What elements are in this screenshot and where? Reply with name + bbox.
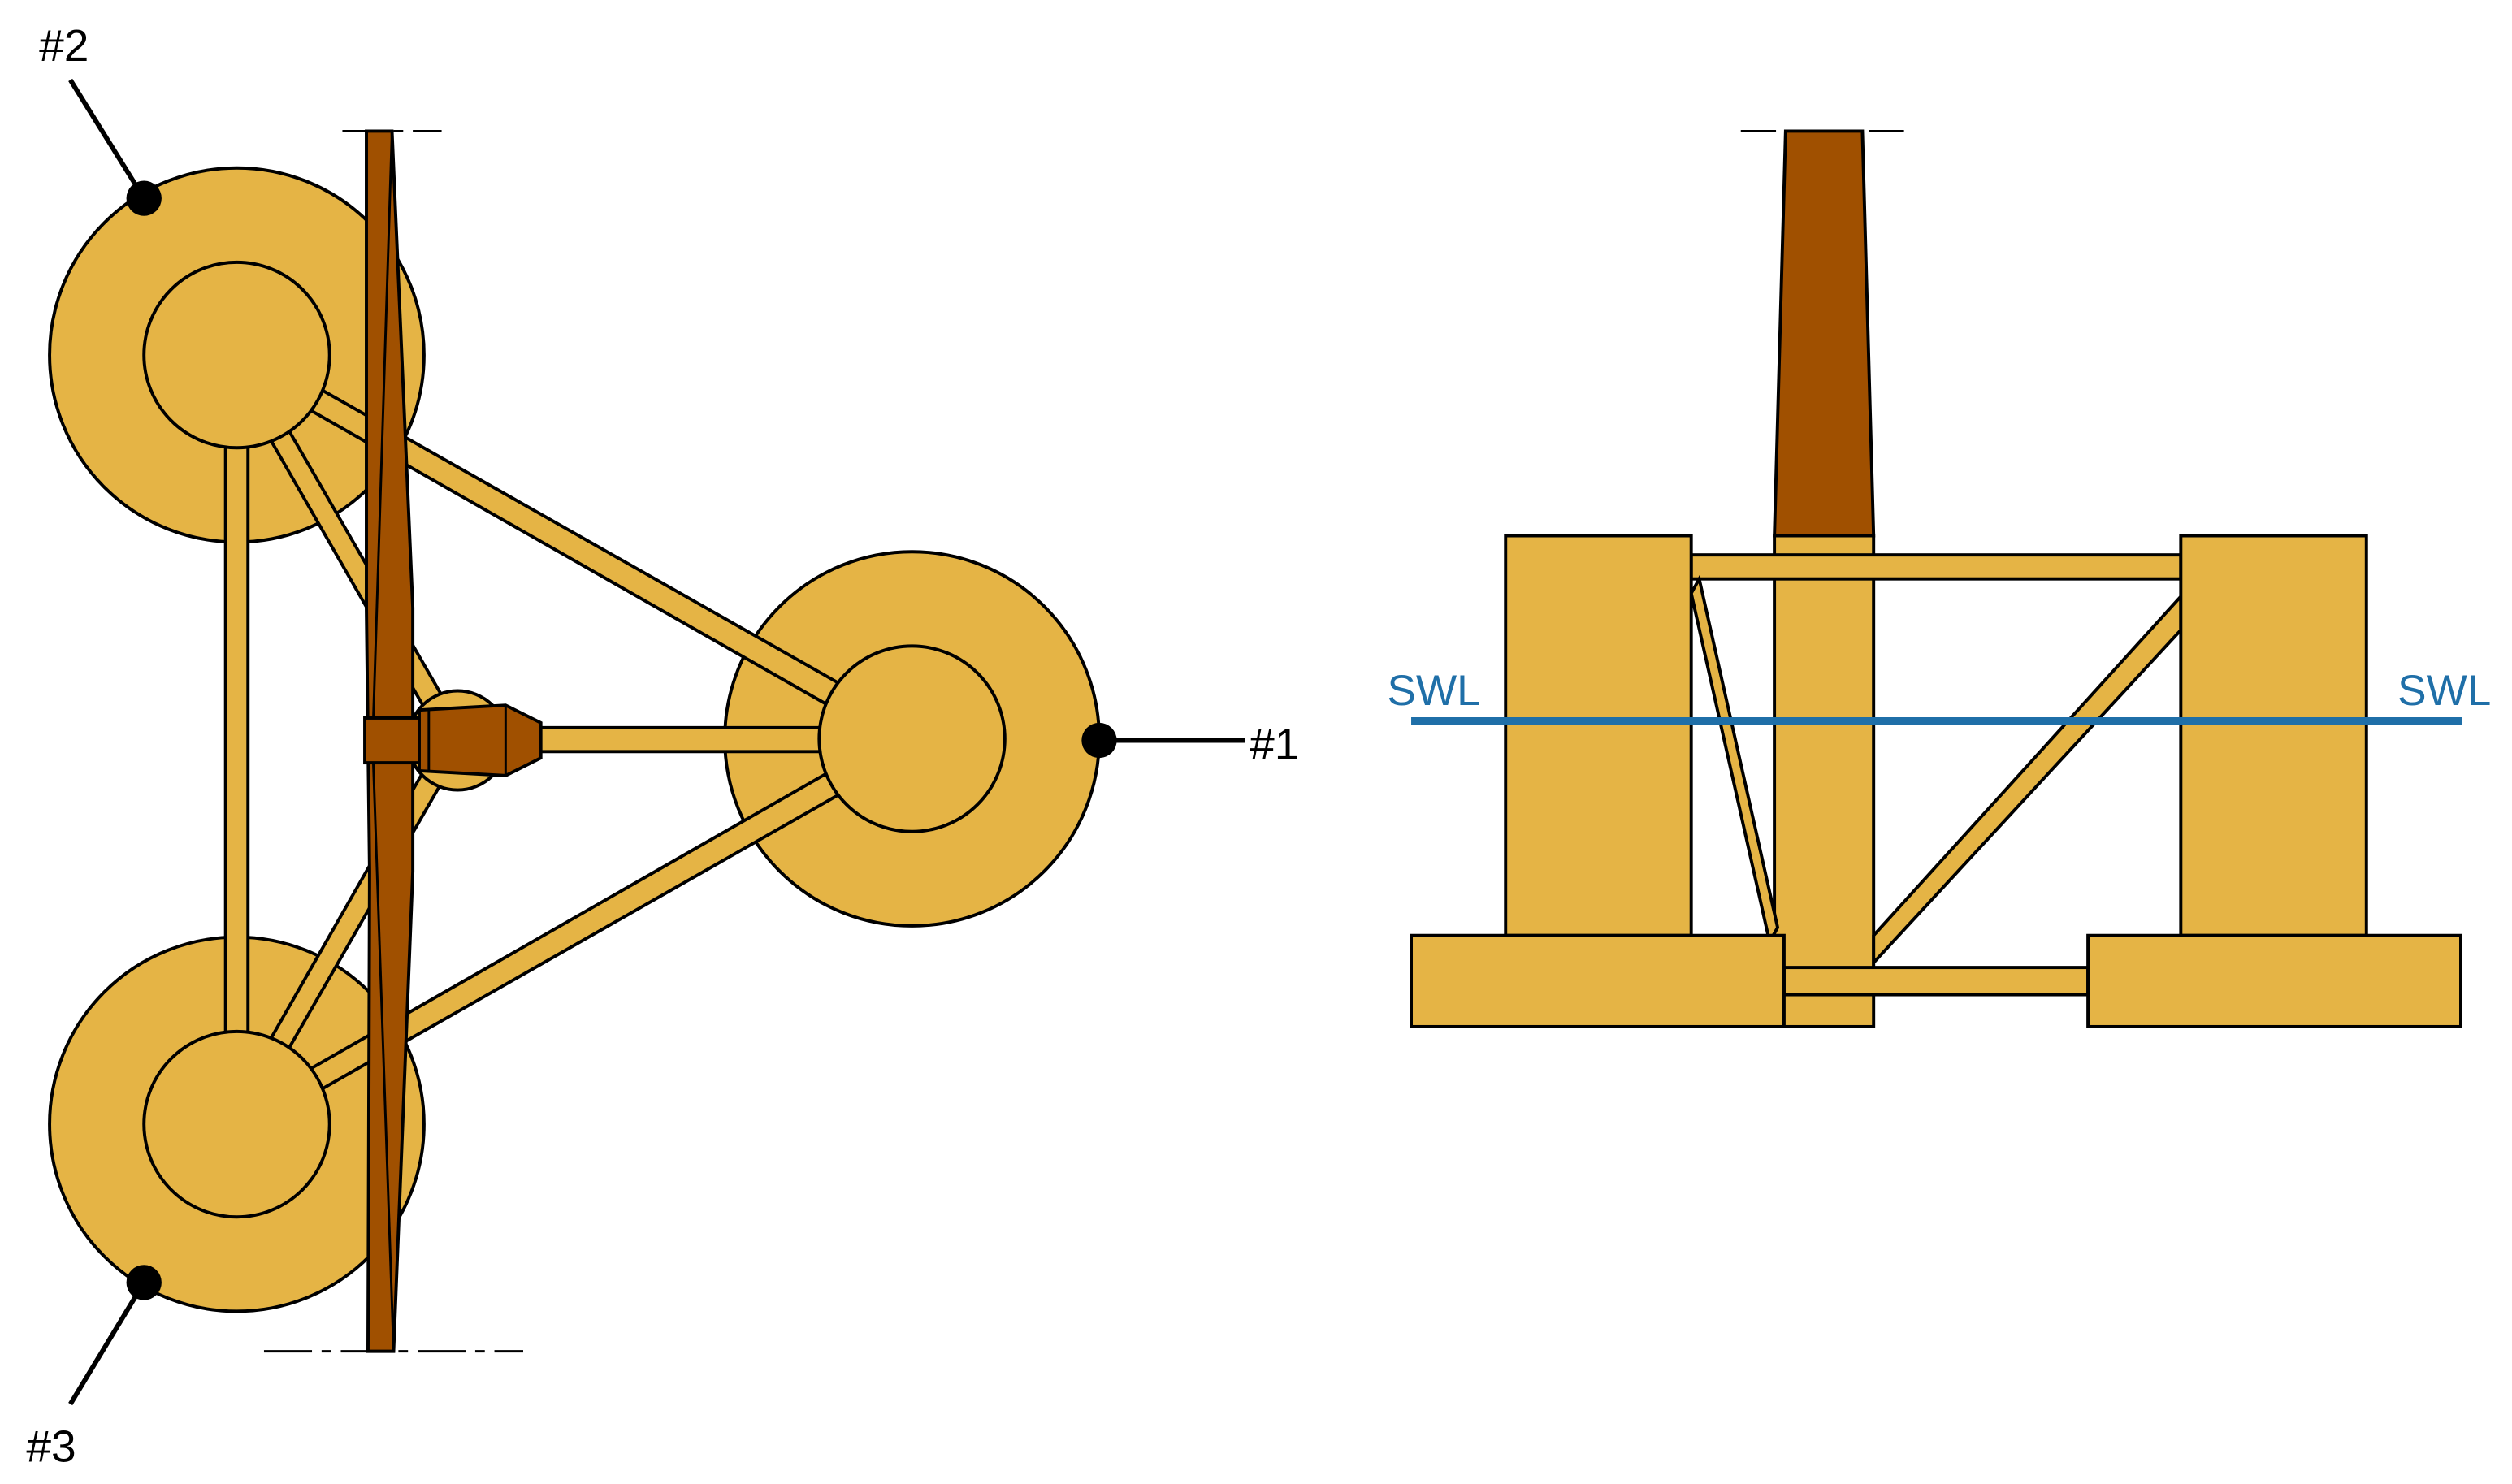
heave-plate-right (2086, 933, 2462, 1028)
side-view: SWL SWL (1387, 129, 2491, 1028)
column-label-1: #1 (1250, 719, 1299, 769)
column-callouts: #2 #3 #1 (26, 20, 1299, 1472)
rotor-hub (363, 716, 421, 765)
heave-plate-left (1410, 933, 1786, 1028)
lower-brace (1782, 966, 2090, 997)
nacelle (418, 703, 543, 777)
swl-label-right: SWL (2397, 667, 2491, 715)
column-3-inner-disc (142, 1029, 331, 1219)
column-1-inner-disc (817, 644, 1007, 833)
leader-line-3 (68, 1281, 146, 1406)
marker-dot-1 (1081, 722, 1117, 759)
blade-twist-line-lower (371, 748, 395, 1352)
leader-line-2 (68, 78, 146, 200)
center-column-side (1773, 534, 1876, 1028)
brace-2-to-3 (223, 353, 250, 1126)
upper-brace (1689, 553, 2183, 581)
column-2-inner-disc (142, 260, 331, 450)
offset-column-left (1504, 534, 1693, 937)
column-label-2: #2 (39, 20, 89, 71)
tower (1773, 129, 1876, 538)
diagonal-brace-right (1872, 592, 2183, 967)
marker-dot-2 (126, 180, 162, 216)
column-label-3: #3 (26, 1421, 76, 1471)
offset-column-right (2179, 534, 2368, 937)
top-view (48, 129, 1101, 1353)
blade-twist-line-upper (371, 131, 393, 736)
marker-dot-3 (126, 1265, 162, 1300)
diagonal-brace-left (1689, 574, 1780, 947)
swl-label-left: SWL (1387, 667, 1480, 715)
